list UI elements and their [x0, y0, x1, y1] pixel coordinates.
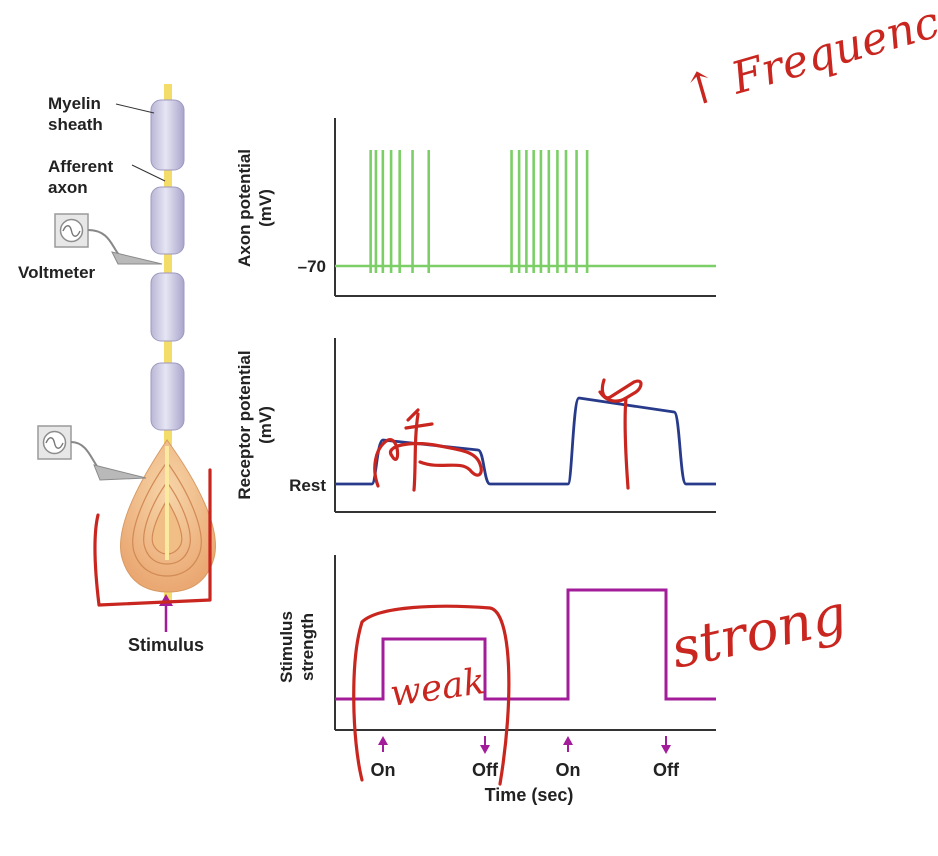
ink-scribble-weak [373, 408, 483, 492]
receptor-ylabel: (mV) [256, 406, 275, 444]
voltmeter-upper [54, 213, 163, 265]
stimulus-label: Stimulus [128, 635, 204, 655]
voltmeter-lower [37, 425, 147, 481]
myelin-label: Myelin [48, 94, 101, 113]
voltmeter-label: Voltmeter [18, 263, 96, 282]
axon-ylabel: Axon potential [235, 149, 254, 267]
time-marker-label: Off [472, 760, 499, 780]
receptor-panel: Receptor potential (mV) Rest [235, 338, 716, 513]
axon-panel: Axon potential (mV) –70 [235, 118, 716, 297]
axon-core [164, 84, 172, 604]
myelin-label: sheath [48, 115, 103, 134]
off-arrow [661, 736, 671, 754]
afferent-leader [131, 164, 166, 182]
afferent-label: axon [48, 178, 88, 197]
receptor-ending [120, 439, 216, 593]
on-arrow [563, 736, 573, 752]
time-marker-label: Off [653, 760, 680, 780]
afferent-label: Afferent [48, 157, 114, 176]
myelin-segment [150, 186, 185, 255]
stimulus-trace [335, 588, 716, 701]
time-marker-label: On [371, 760, 396, 780]
ink-word-strong: strong [666, 582, 852, 680]
stimulus-panel: Stimulus strength [277, 555, 716, 731]
axon-spikes [369, 150, 589, 273]
receptor-tick-label: Rest [289, 476, 326, 495]
stimulus-ylabel: Stimulus [277, 611, 296, 683]
neuron-illustration: Myelin sheath Afferent axon Voltmeter St… [18, 84, 216, 655]
axon-ylabel: (mV) [256, 189, 275, 227]
time-markers: On Off On Off [371, 736, 680, 780]
off-arrow [480, 736, 490, 754]
myelin-segment [150, 272, 185, 342]
ink-scribble-strong [598, 378, 643, 490]
ink-loop-weak [352, 604, 511, 786]
ink-bracket-stimulus [93, 468, 212, 607]
time-axis-label: Time (sec) [485, 785, 574, 805]
ink-word-frequency: ↑ Frequency [677, 0, 938, 119]
stimulus-ylabel: strength [298, 613, 317, 681]
ink-word-weak: weak [388, 661, 488, 715]
myelin-segment [150, 99, 185, 171]
myelin-leader [115, 103, 155, 114]
time-marker-label: On [556, 760, 581, 780]
axon-tick-label: –70 [298, 257, 326, 276]
myelin-segment [150, 362, 185, 431]
receptor-ylabel: Receptor potential [235, 350, 254, 499]
handwritten-annotations: weak strong ↑ Frequency [93, 0, 938, 786]
on-arrow [378, 736, 388, 752]
